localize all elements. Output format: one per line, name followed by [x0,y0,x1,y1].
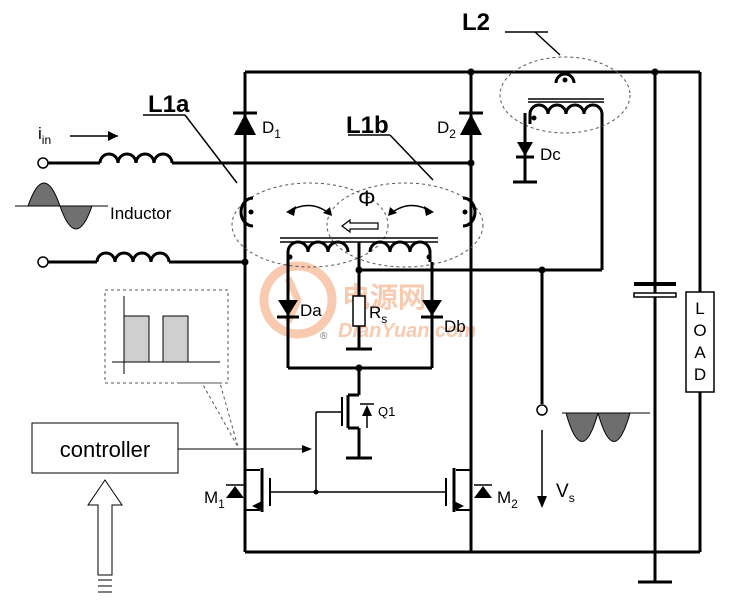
label-dc: Dc [540,145,561,164]
sine-wave-icon [15,182,108,230]
load-letter-d: D [694,365,706,384]
label-m1: M1 [204,488,225,511]
pulse-callout [104,289,239,448]
vs-output [536,266,650,508]
label-db: Db [444,317,466,336]
watermark-reg: ® [320,331,328,342]
load-letter-l: L [695,299,704,318]
diode-d1 [233,111,257,135]
watermark-en: DianYuan.com [338,320,476,342]
label-phi: Φ [358,186,376,211]
mosfet-m2 [445,468,492,512]
label-m2: M2 [497,488,518,511]
input-section [37,131,475,268]
label-iin: iin [38,124,51,147]
label-rs: Rs [369,303,387,326]
label-l1b: L1b [346,112,389,139]
l1-coupled-inductor [231,182,484,268]
label-q1: Q1 [378,404,395,419]
load-letter-a: A [694,343,706,362]
output-capacitor [633,282,677,298]
label-vs: Vs [556,481,575,505]
label-d1: D1 [262,118,281,141]
controller-block: controller [31,422,312,593]
power-rails [243,70,702,584]
mosfet-q1 [315,368,374,492]
controller-label: controller [60,437,150,462]
l2-transformer [499,31,631,184]
label-d2: D2 [437,118,456,141]
label-da: Da [300,301,322,320]
load-letter-o: O [693,321,706,340]
sense-network [277,113,604,372]
diode-d2 [459,111,483,135]
label-inductor: Inductor [110,204,172,223]
load-resistor: L O A D [685,291,715,393]
label-l1a: L1a [148,91,190,118]
label-pointers [143,114,434,184]
label-l2: L2 [462,9,490,36]
mosfet-m1 [226,468,271,512]
